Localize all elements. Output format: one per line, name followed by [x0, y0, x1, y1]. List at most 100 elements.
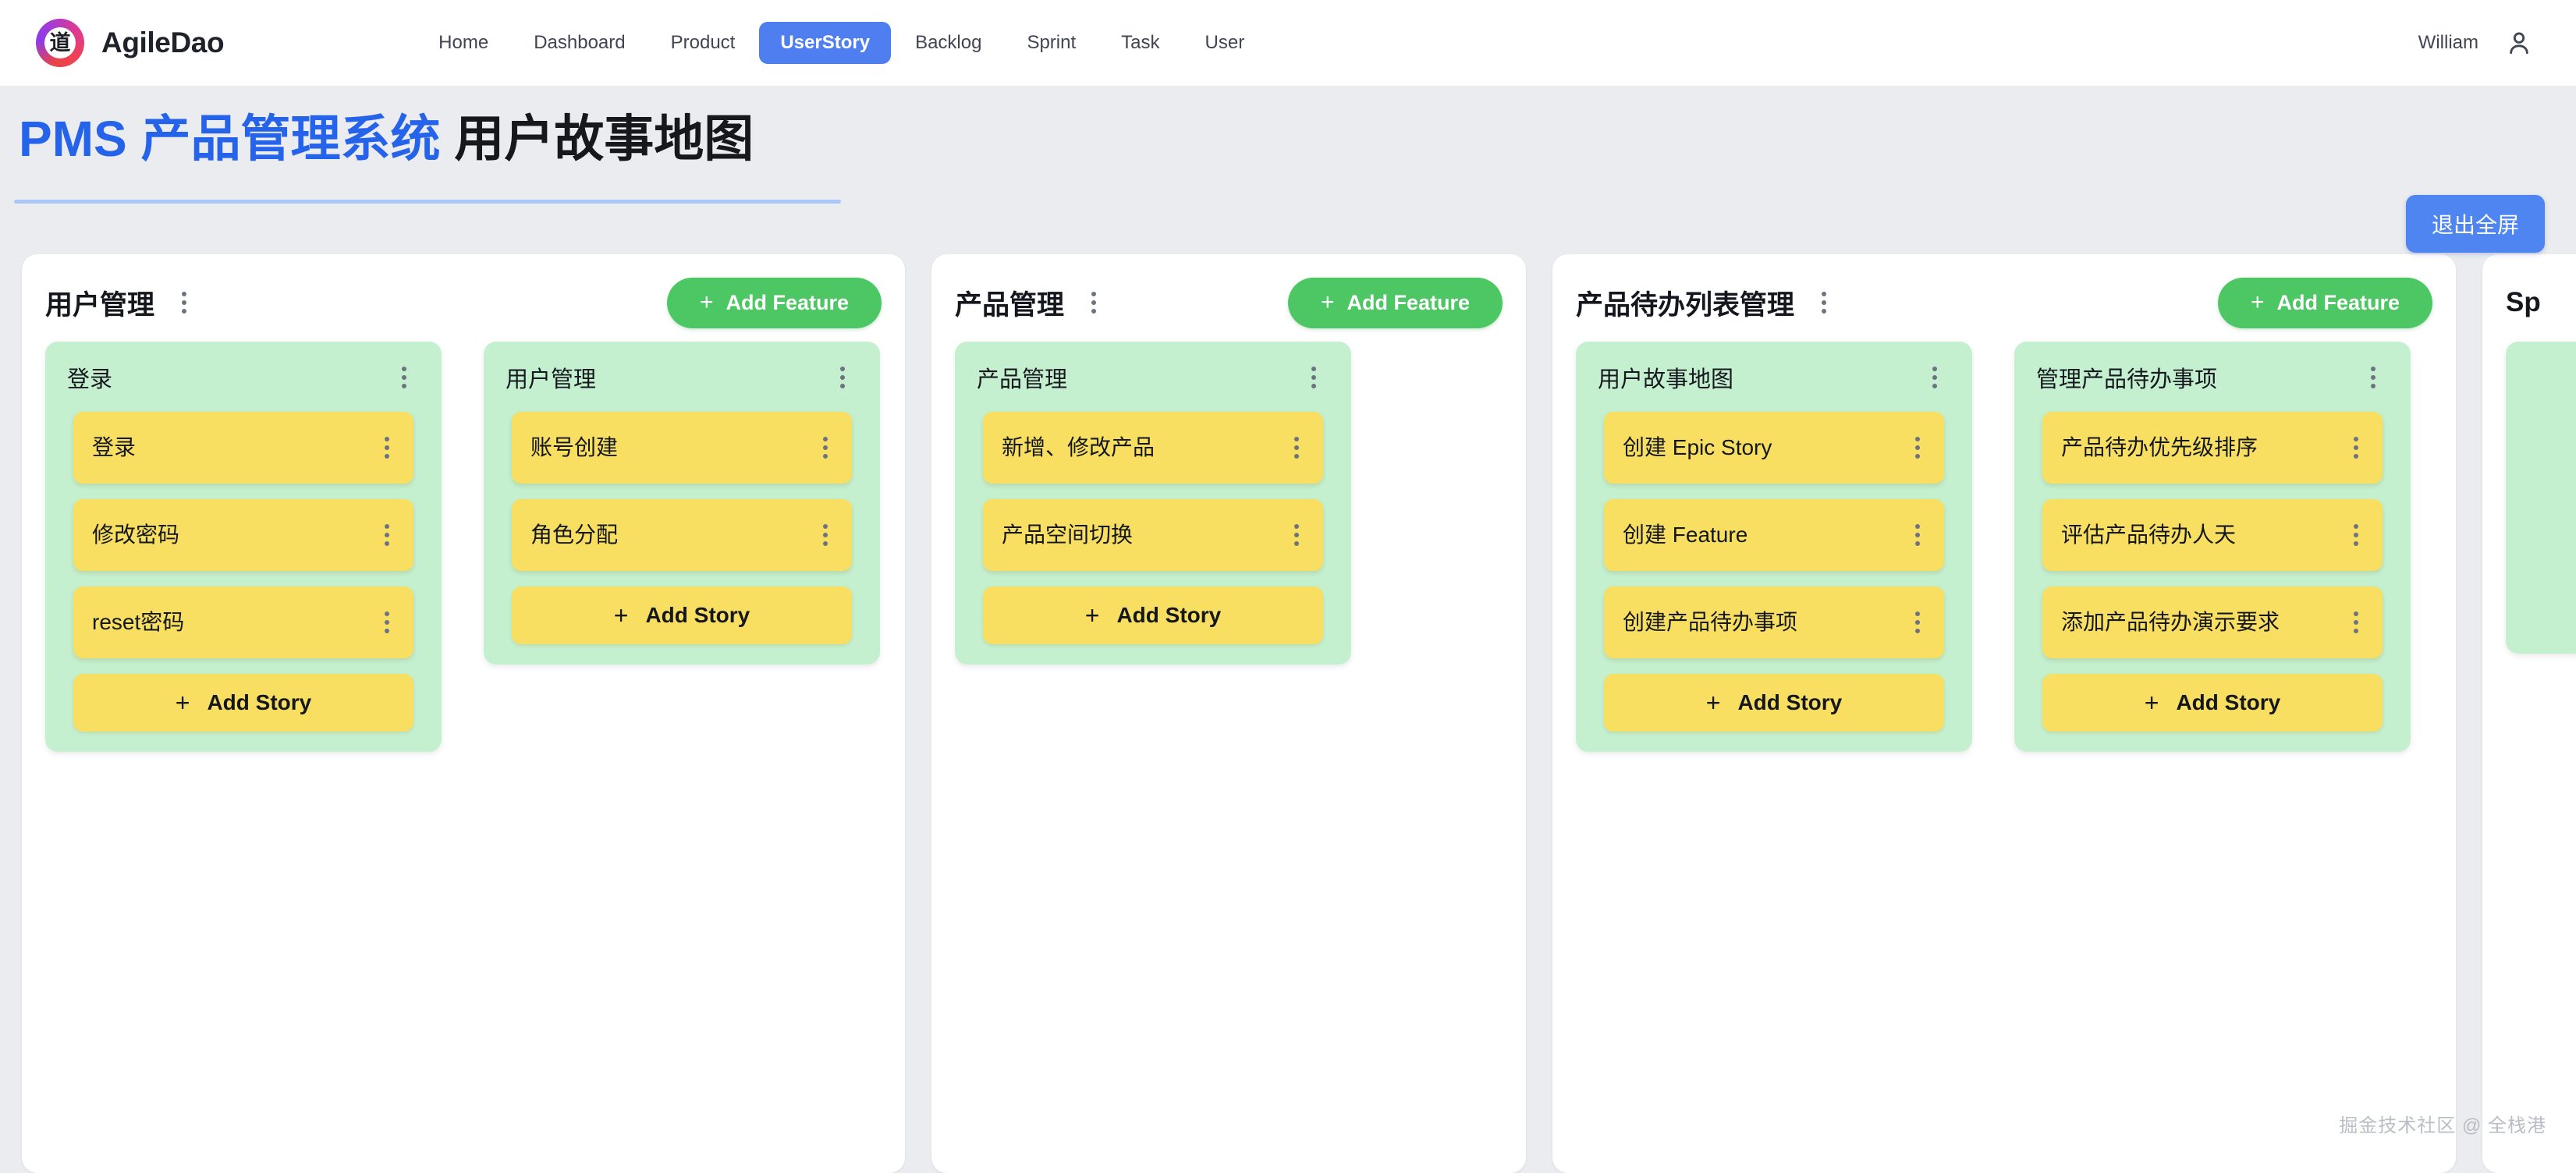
dot	[2354, 454, 2358, 459]
story-menu-button[interactable]	[810, 516, 841, 554]
story-card[interactable]: 产品空间切换	[983, 499, 1323, 571]
nav-link-backlog[interactable]: Backlog	[915, 32, 982, 53]
feature-card[interactable]: 管理产品待办事项产品待办优先级排序评估产品待办人天添加产品待办演示要求 +Add …	[2014, 342, 2411, 752]
add-story-label: Add Story	[1116, 603, 1222, 627]
plus-icon: +	[2144, 689, 2159, 717]
brand-logo[interactable]: 道 AgileDao	[36, 19, 225, 67]
story-menu-button[interactable]	[2340, 604, 2372, 641]
column-menu-button[interactable]	[1808, 284, 1840, 321]
story-title: 创建产品待办事项	[1623, 609, 1798, 634]
story-list: 登录修改密码 reset密码 +Add Story	[62, 412, 424, 732]
add-story-button[interactable]: + Add Story	[983, 586, 1323, 644]
dot	[385, 611, 389, 616]
dot	[1091, 300, 1097, 305]
feature-menu-button[interactable]	[389, 359, 420, 396]
story-card[interactable]: 评估产品待办人天	[2042, 499, 2383, 571]
add-story-button[interactable]: +Add Story	[73, 674, 413, 732]
nav-link-home[interactable]: Home	[438, 32, 489, 53]
feature-card[interactable]: 产品管理新增、修改产品产品空间切换+Add Story	[955, 342, 1351, 664]
feature-header: 管理产品待办事项	[2031, 359, 2393, 396]
plus-icon: +	[613, 601, 629, 629]
story-card[interactable]: 添加产品待办演示要求	[2042, 586, 2383, 658]
story-menu-button[interactable]	[810, 429, 841, 466]
story-card[interactable]: 账号创建	[512, 412, 852, 484]
dot	[1294, 533, 1299, 537]
feature-menu-button[interactable]	[1919, 359, 1950, 396]
feature-card[interactable]: 用户管理账号创建角色分配 +Add Story	[484, 342, 880, 664]
feature-card[interactable]	[2506, 342, 2576, 654]
column-header: 用户管理+Add Feature	[45, 275, 882, 331]
story-menu-button[interactable]	[371, 516, 403, 554]
story-card[interactable]: reset密码	[73, 586, 413, 658]
story-menu-button[interactable]	[1902, 604, 1933, 641]
dot	[2371, 384, 2376, 388]
add-story-button[interactable]: +Add Story	[1604, 674, 1944, 732]
story-card[interactable]: 产品待办优先级排序	[2042, 412, 2383, 484]
story-card[interactable]: 创建 Feature	[1604, 499, 1944, 571]
feature-menu-button[interactable]	[827, 359, 858, 396]
nav-link-sprint[interactable]: Sprint	[1027, 32, 1077, 53]
feature-header: 用户故事地图	[1593, 359, 1955, 396]
add-story-button[interactable]: +Add Story	[2042, 674, 2383, 732]
story-card[interactable]: 创建产品待办事项	[1604, 586, 1944, 658]
add-feature-button[interactable]: +Add Feature	[2217, 277, 2432, 328]
brand-name: AgileDao	[101, 27, 225, 58]
dot	[1915, 533, 1920, 537]
feature-card[interactable]: 用户故事地图创建 Epic Story 创建 Feature 创建产品待办事项 +Ad…	[1576, 342, 1972, 752]
story-title: 产品待办优先级排序	[2061, 434, 2258, 459]
column-header: Sp	[2506, 275, 2576, 331]
dot	[402, 384, 406, 388]
plus-icon: +	[1084, 601, 1100, 629]
story-card[interactable]: 修改密码	[73, 499, 413, 571]
story-menu-button[interactable]	[2340, 516, 2372, 554]
feature-list: 用户故事地图创建 Epic Story 创建 Feature 创建产品待办事项 +Ad…	[1576, 342, 2432, 752]
story-title: 添加产品待办演示要求	[2061, 609, 2280, 634]
page-title-bar: PMS 产品管理系统 用户故事地图 退出全屏	[0, 86, 2576, 253]
dot	[1822, 300, 1827, 305]
dot	[1932, 384, 1937, 388]
story-card[interactable]: 新增、修改产品	[983, 412, 1323, 484]
story-menu-button[interactable]	[1902, 429, 1933, 466]
nav-link-product[interactable]: Product	[670, 32, 736, 53]
nav-link-user[interactable]: User	[1205, 32, 1245, 53]
dot	[2354, 533, 2358, 537]
column-menu-button[interactable]	[169, 284, 200, 321]
page-title-dark: 用户故事地图	[440, 111, 754, 167]
dot	[385, 524, 389, 529]
dot	[385, 533, 389, 537]
dot	[1311, 367, 1316, 371]
dot	[1294, 454, 1299, 459]
plus-icon: +	[699, 289, 714, 315]
feature-list: 产品管理新增、修改产品产品空间切换+Add Story	[955, 342, 1503, 664]
feature-menu-button[interactable]	[1298, 359, 1329, 396]
story-card[interactable]: 创建 Epic Story	[1604, 412, 1944, 484]
story-title: 产品空间切换	[1002, 522, 1134, 547]
add-feature-button[interactable]: +Add Feature	[666, 277, 882, 328]
story-menu-button[interactable]	[2340, 429, 2372, 466]
story-menu-button[interactable]	[371, 429, 403, 466]
add-feature-button[interactable]: +Add Feature	[1287, 277, 1503, 328]
story-menu-button[interactable]	[1902, 516, 1933, 554]
story-menu-button[interactable]	[371, 604, 403, 641]
story-menu-button[interactable]	[1281, 429, 1312, 466]
feature-title: 用户管理	[506, 367, 597, 392]
dot	[1311, 375, 1316, 380]
nav-link-task[interactable]: Task	[1121, 32, 1160, 53]
dao-character-glyph: 道	[49, 30, 71, 55]
feature-menu-button[interactable]	[2358, 359, 2389, 396]
nav-link-userstory[interactable]: UserStory	[759, 22, 892, 64]
feature-card[interactable]: 登录登录修改密码 reset密码 +Add Story	[45, 342, 442, 752]
story-card[interactable]: 登录	[73, 412, 413, 484]
exit-fullscreen-button[interactable]: 退出全屏	[2405, 195, 2545, 253]
add-story-button[interactable]: +Add Story	[512, 586, 852, 644]
column-menu-button[interactable]	[1078, 284, 1109, 321]
plus-icon: +	[2250, 289, 2265, 315]
user-account-button[interactable]	[2504, 28, 2534, 58]
story-menu-button[interactable]	[1281, 516, 1312, 554]
nav-link-dashboard[interactable]: Dashboard	[534, 32, 626, 53]
story-title: 账号创建	[530, 434, 619, 459]
story-card[interactable]: 角色分配	[512, 499, 852, 571]
nav-right-section: William	[2418, 28, 2534, 58]
